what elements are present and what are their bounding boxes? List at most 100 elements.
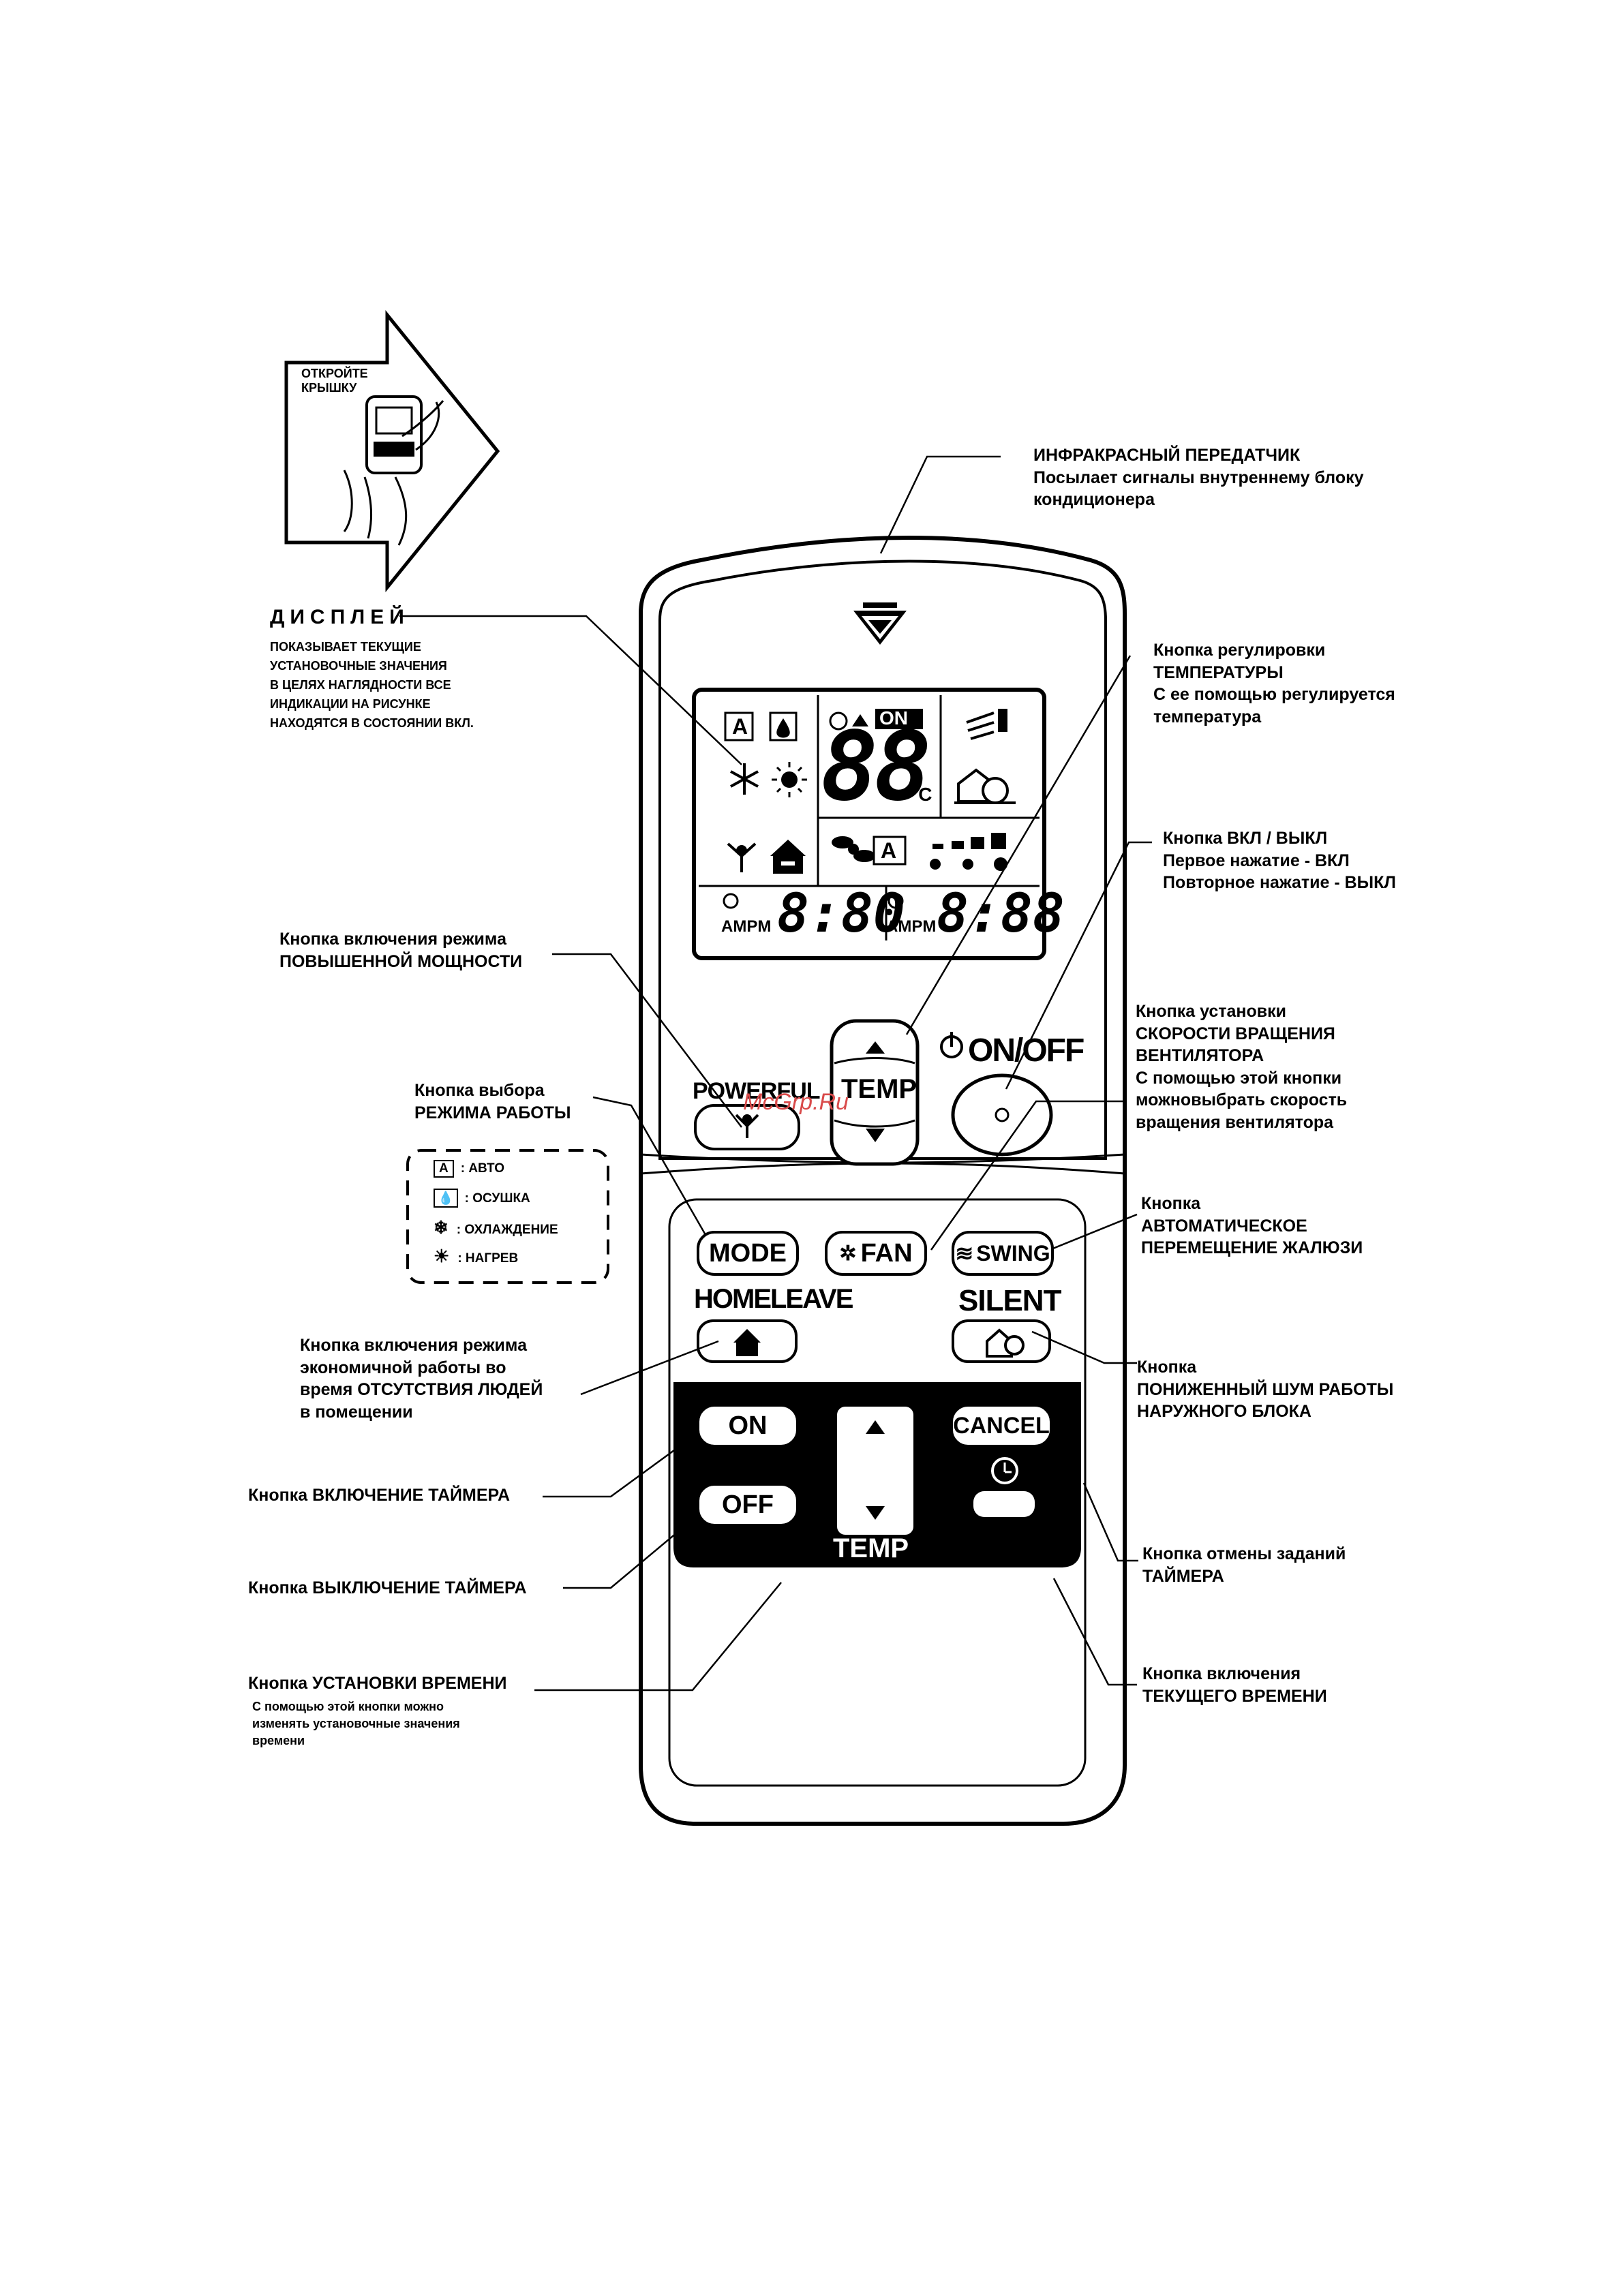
hand-with-remote-icon (343, 395, 444, 546)
timer-off-label: OFF (722, 1490, 774, 1519)
callout-line: ТЕКУЩЕГО ВРЕМЕНИ (1142, 1686, 1327, 1706)
callout-line: Кнопка (1137, 1358, 1197, 1377)
cancel-button-callout: Кнопка отмены заданий ТАЙМЕРА (1142, 1543, 1346, 1587)
callout-line: ПОНИЖЕННЫЙ ШУМ РАБОТЫ (1137, 1379, 1394, 1399)
fan-button-callout: Кнопка установки СКОРОСТИ ВРАЩЕНИЯ ВЕНТИ… (1136, 1000, 1347, 1133)
legend-auto: A : АВТО (434, 1160, 504, 1178)
callout-leader-lines (399, 455, 1152, 1692)
dry-mode-icon: 💧 (434, 1189, 458, 1208)
powerful-button[interactable]: POWERFUL (693, 1078, 821, 1104)
homeleave-icon-button (697, 1319, 798, 1363)
callout-line: Кнопка включения режима (300, 1336, 527, 1355)
triangle-up-icon (852, 714, 868, 726)
callout-line: ВЕНТИЛЯТОРА (1136, 1046, 1264, 1065)
time-set-callout: Кнопка УСТАНОВКИ ВРЕМЕНИ (248, 1674, 507, 1693)
powerful-button-callout: Кнопка включения режима ПОВЫШЕННОЙ МОЩНО… (279, 928, 522, 973)
mode-legend-box (406, 1149, 609, 1284)
legend-heat: ☀ : НАГРЕВ (434, 1246, 518, 1267)
swing-button-label: SWING (976, 1240, 1050, 1266)
fan-icon: ✲ (839, 1242, 857, 1265)
time-set-note: С помощью этой кнопки можно изменять уст… (252, 1698, 460, 1750)
silent-button[interactable]: SILENT (958, 1284, 1061, 1317)
callout-line: кондиционера (1033, 490, 1155, 509)
heat-mode-icon: ☀ (434, 1246, 450, 1266)
timer-off-callout: Кнопка ВЫКЛЮЧЕНИЕ ТАЙМЕРА (248, 1578, 527, 1597)
louver-swing-icon (966, 709, 1007, 740)
temp-rocker (830, 1019, 920, 1166)
silent-house-icon (954, 768, 1016, 804)
open-cover-line-1: ОТКРОЙТЕ (301, 367, 368, 380)
mode-button[interactable]: MODE (697, 1231, 799, 1276)
fan-button[interactable]: ✲FAN (825, 1231, 927, 1276)
timer-on-callout: Кнопка ВКЛЮЧЕНИЕ ТАЙМЕРА (248, 1486, 511, 1505)
timer-on-label: ON (728, 1411, 768, 1440)
lcd-on-badge: ON (879, 707, 908, 729)
callout-line: С помощью этой кнопки (1136, 1068, 1342, 1088)
onoff-button[interactable]: ON/OFF (968, 1032, 1084, 1069)
callout-line: экономичной работы во (300, 1358, 506, 1377)
mode-button-callout: Кнопка выбора РЕЖИМА РАБОТЫ (414, 1080, 571, 1124)
swing-icon: ≋ (955, 1241, 974, 1266)
callout-line: Первое нажатие - ВКЛ (1163, 851, 1350, 870)
callout-line: С ее помощью регулируется (1153, 685, 1395, 704)
auto-mode-icon: A (434, 1160, 454, 1178)
thermometer-icon (829, 711, 848, 731)
display-callout-line: УСТАНОВОЧНЫЕ ЗНАЧЕНИЯ (270, 658, 447, 673)
silent-button-callout: Кнопка ПОНИЖЕННЫЙ ШУМ РАБОТЫ НАРУЖНОГО Б… (1137, 1356, 1393, 1423)
timer-on-button[interactable]: ON (697, 1404, 799, 1448)
display-callout-line: НАХОДЯТСЯ В СОСТОЯНИИ ВКЛ. (270, 716, 474, 730)
legend-label: : АВТО (460, 1161, 504, 1176)
homeleave-button[interactable]: HOMELEAVE (694, 1284, 853, 1314)
open-cover-label: ОТКРОЙТЕ КРЫШКУ (301, 367, 368, 395)
lcd-ampm-1: AMPM (721, 917, 772, 936)
silent-icon-button (952, 1319, 1051, 1363)
cool-mode-icon: ❄ (434, 1217, 449, 1238)
open-cover-line-2: КРЫШКУ (301, 381, 357, 395)
temp-button[interactable]: TEMP (841, 1074, 917, 1104)
callout-line: Кнопка регулировки (1153, 641, 1326, 660)
callout-line: Кнопка ВКЛ / ВЫКЛ (1163, 829, 1328, 848)
callout-line: можновыбрать скорость (1136, 1090, 1348, 1109)
timer-off-button[interactable]: OFF (697, 1483, 799, 1527)
callout-line: СКОРОСТИ ВРАЩЕНИЯ (1136, 1024, 1335, 1043)
callout-line: Кнопка (1141, 1194, 1201, 1213)
legend-label: : НАГРЕВ (457, 1251, 519, 1266)
fan-icon (832, 836, 875, 862)
sun-icon (772, 762, 807, 797)
powerful-button-shape (694, 1104, 800, 1150)
legend-cool: ❄ : ОХЛАЖДЕНИЕ (434, 1217, 558, 1238)
temp-button-callout: Кнопка регулировки ТЕМПЕРАТУРЫ С ее помо… (1153, 639, 1395, 728)
clock-button-callout: Кнопка включения ТЕКУЩЕГО ВРЕМЕНИ (1142, 1663, 1327, 1707)
display-callout-line: ПОКАЗЫВАЕТ ТЕКУЩИЕ (270, 640, 421, 654)
callout-line: изменять установочные значения (252, 1717, 460, 1731)
callout-line: в помещении (300, 1402, 413, 1422)
snowflake-icon (730, 763, 759, 795)
display-callout-title: ДИСПЛЕЙ (270, 606, 410, 628)
legend-label: : ОХЛАЖДЕНИЕ (456, 1223, 558, 1237)
callout-line: ПЕРЕМЕЩЕНИЕ ЖАЛЮЗИ (1141, 1238, 1363, 1257)
callout-line: С помощью этой кнопки можно (252, 1700, 444, 1713)
callout-line: Кнопка включения режима (279, 930, 506, 949)
legend-dry: 💧 : ОСУШКА (434, 1189, 530, 1208)
callout-line: Кнопка включения (1142, 1664, 1301, 1683)
lcd-ampm-2: AMPM (886, 917, 937, 936)
homeleave-button-callout: Кнопка включения режима экономичной рабо… (300, 1334, 543, 1423)
lcd-auto-badge: A (732, 714, 748, 739)
callout-line: РЕЖИМА РАБОТЫ (414, 1103, 571, 1122)
drop-icon (776, 718, 790, 738)
callout-line: время ОТСУТСТВИЯ ЛЮДЕЙ (300, 1380, 543, 1399)
legend-label: : ОСУШКА (464, 1191, 530, 1206)
cancel-button[interactable]: CANCEL (950, 1404, 1052, 1448)
display-callout-line: ИНДИКАЦИИ НА РИСУНКЕ (270, 697, 431, 711)
callout-line: Повторное нажатие - ВЫКЛ (1163, 873, 1396, 892)
timer-temp-label: TEMP (833, 1533, 909, 1563)
callout-line: ИНФРАКРАСНЫЙ ПЕРЕДАТЧИК (1033, 446, 1301, 465)
fan-speed-bars-icon (930, 833, 1007, 871)
lcd-fan-auto-badge: A (881, 838, 897, 863)
lcd-temperature-digits: 88 (821, 711, 932, 823)
fan-button-label: FAN (860, 1238, 913, 1268)
lcd-display (692, 688, 1046, 960)
callout-line: НАРУЖНОГО БЛОКА (1137, 1402, 1311, 1421)
swing-button[interactable]: ≋SWING (952, 1231, 1054, 1276)
